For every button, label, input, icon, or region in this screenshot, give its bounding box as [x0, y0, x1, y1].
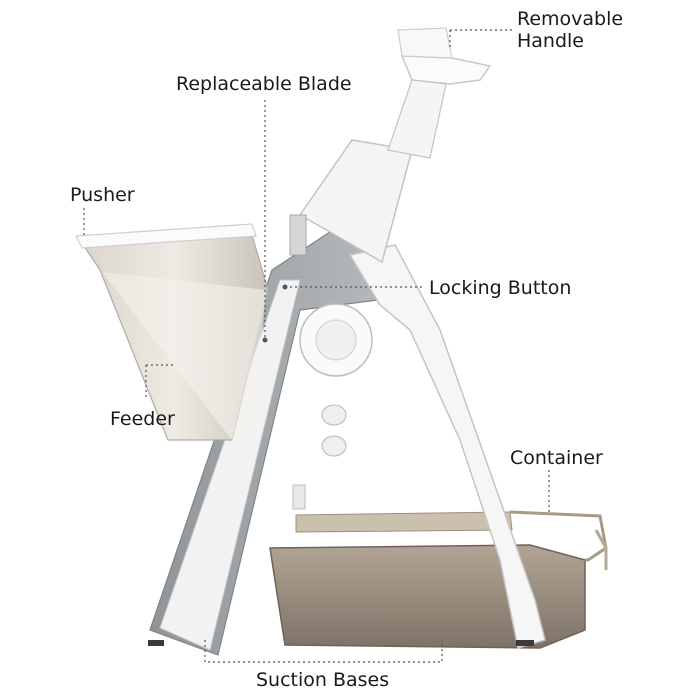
- label-removable-handle-line1: Removable: [517, 8, 624, 30]
- feeder-chute: [75, 223, 269, 441]
- label-removable-handle: Removable Handle: [517, 8, 623, 52]
- leader-dot-blade: [262, 337, 268, 343]
- label-locking-button: Locking Button: [429, 277, 572, 299]
- label-replaceable-blade: Replaceable Blade: [176, 73, 352, 95]
- removable-handle: [387, 27, 492, 159]
- slicer-frame: [149, 139, 546, 656]
- label-suction-bases: Suction Bases: [256, 669, 390, 691]
- leader-suction-bases: [204, 640, 443, 663]
- container: [269, 510, 608, 649]
- suction-base-left: [148, 640, 164, 646]
- label-removable-handle-line2: Handle: [517, 30, 585, 52]
- suction-base-right: [516, 640, 534, 646]
- label-container: Container: [510, 447, 603, 469]
- leader-dot-lock: [282, 284, 288, 290]
- leader-lines: [83, 29, 550, 663]
- label-pusher: Pusher: [70, 184, 135, 206]
- label-feeder: Feeder: [110, 408, 175, 430]
